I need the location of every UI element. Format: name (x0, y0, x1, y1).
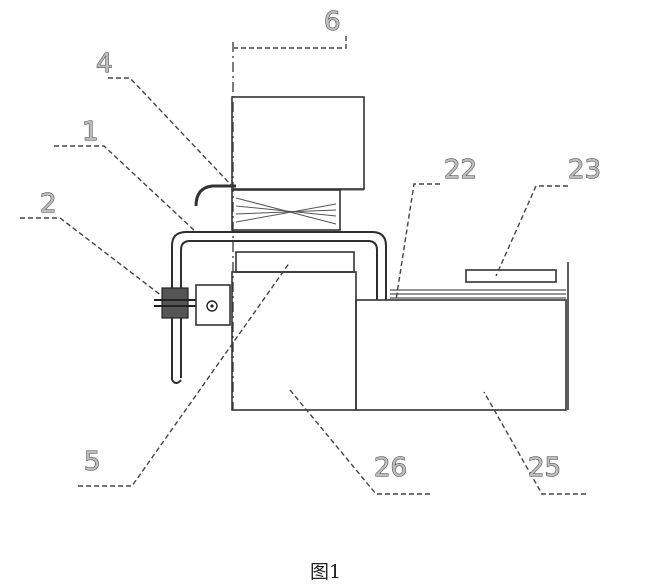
callout-label-6: 6 (324, 7, 341, 37)
wedge-part (231, 189, 341, 231)
callout-label-5: 5 (84, 447, 101, 477)
callout-label-23: 23 (568, 155, 601, 185)
top-plate (465, 269, 557, 283)
callout-label-25: 25 (528, 453, 561, 483)
callout-label-2: 2 (40, 189, 57, 219)
lower-block (231, 271, 357, 411)
callout-label-1: 1 (82, 117, 99, 147)
callout-label-4: 4 (96, 49, 113, 79)
callout-label-26: 26 (374, 453, 407, 483)
surface-layers (390, 289, 566, 299)
hatched-plate (235, 251, 355, 273)
callout-label-22: 22 (444, 155, 477, 185)
hook-bar (194, 184, 236, 207)
clamp-bracket (154, 284, 231, 326)
callout-labels: 6 4 1 2 22 23 5 26 25 (40, 7, 602, 484)
u-pipe (171, 231, 387, 384)
figure-caption: 图1 (310, 561, 341, 583)
leader-lines (20, 36, 586, 495)
upper-block (231, 96, 365, 191)
floor-slab (355, 262, 569, 411)
